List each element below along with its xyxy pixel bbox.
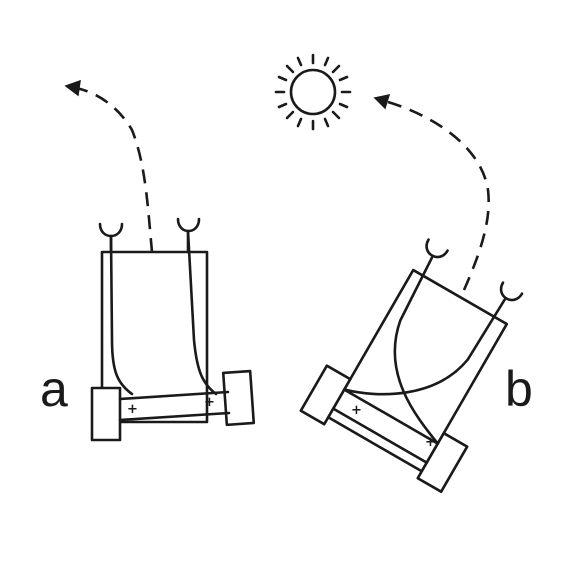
- vehicle-b-body: [326, 268, 509, 473]
- wheel-left-b: [299, 364, 352, 426]
- polarity-plus-a1: +: [127, 402, 138, 417]
- arrowhead-a: [64, 79, 81, 97]
- sensor-right-b: [499, 281, 524, 302]
- sun-icon: [274, 53, 352, 131]
- sensor-left-b: [425, 238, 449, 259]
- polarity-plus-b2: +: [425, 435, 436, 450]
- vehicle-b: + +: [299, 93, 524, 494]
- wheel-left-a: [90, 386, 122, 442]
- wheel-right-b: [416, 431, 469, 494]
- wheel-right-a: [221, 369, 256, 427]
- panel-label-b: b: [505, 361, 533, 417]
- panel-label-a: a: [40, 361, 68, 417]
- path-arrow-a: [75, 86, 154, 253]
- path-arrow-b: [387, 100, 490, 291]
- arrowhead-b: [373, 93, 391, 110]
- polarity-plus-a2: +: [204, 395, 215, 410]
- vehicle-a: + +: [64, 79, 256, 442]
- polarity-plus-b1: +: [351, 403, 362, 418]
